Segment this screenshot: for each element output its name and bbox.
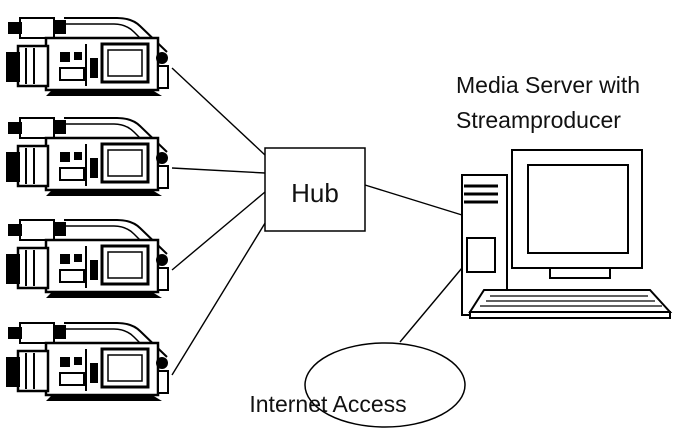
hub-server-link	[364, 184, 463, 216]
internet-cloud	[304, 342, 466, 428]
internet-server-link	[399, 267, 463, 343]
server-label-line2: Streamproducer	[456, 107, 621, 133]
camera-4-link	[171, 214, 271, 376]
desktop-computer-icon	[461, 149, 673, 319]
hub-box	[264, 147, 366, 232]
camera-1-link	[171, 67, 266, 156]
hub-label: Hub	[291, 178, 339, 208]
server-label-line1: Media Server with	[456, 72, 640, 98]
internet-label: Internet Access	[249, 391, 406, 417]
camera-2-link	[171, 167, 266, 174]
video-camera-icon	[4, 16, 170, 98]
video-camera-icon	[4, 218, 170, 300]
video-camera-icon	[4, 116, 170, 198]
video-camera-icon	[4, 321, 170, 403]
camera-3-link	[171, 191, 266, 271]
